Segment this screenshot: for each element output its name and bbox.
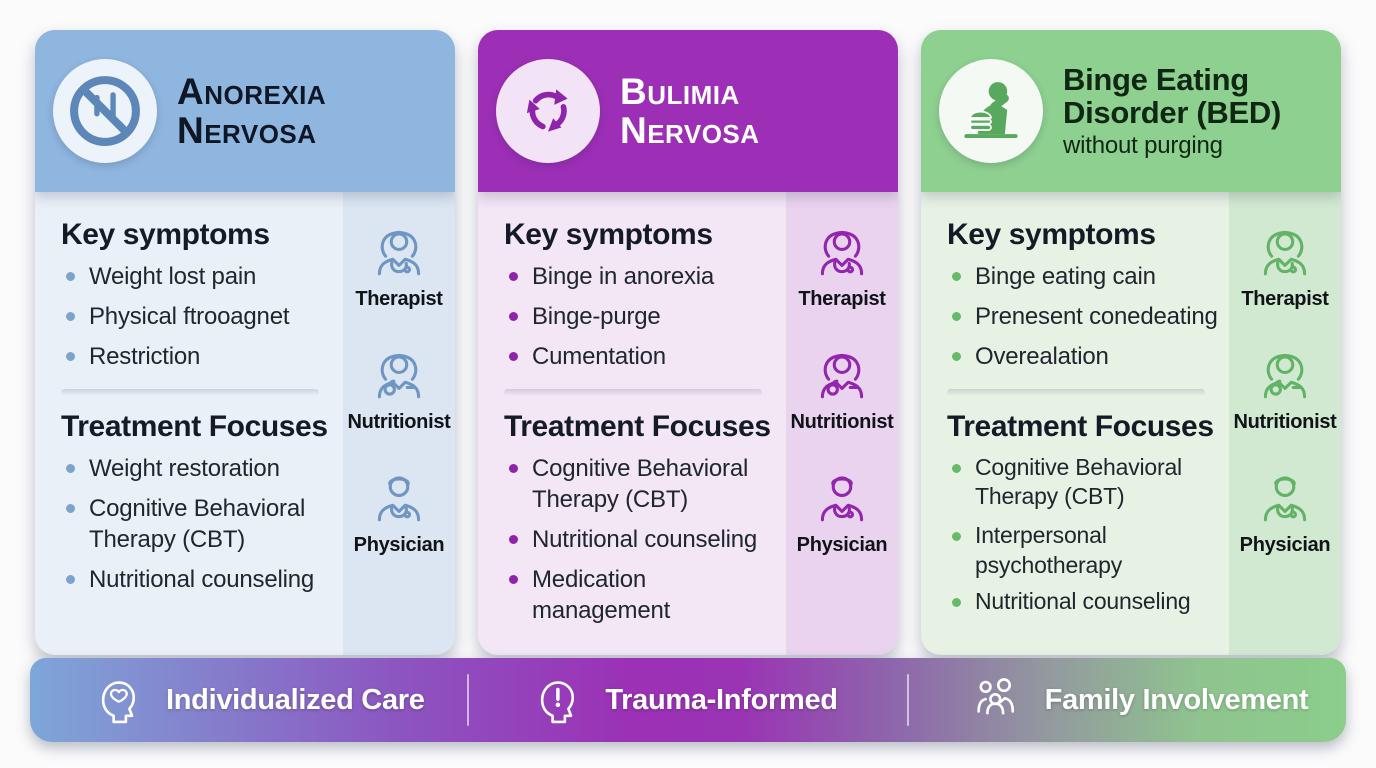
treatment-item: Nutritional counseling bbox=[504, 524, 780, 555]
card-title: Binge Eating Disorder (BED) without purg… bbox=[1063, 61, 1327, 159]
no-food-icon bbox=[53, 59, 157, 163]
symptoms-list: Binge eating cain Prenesent conedeating … bbox=[947, 261, 1223, 373]
treatment-item: Cognitive Behavioral Therapy (CBT) bbox=[61, 493, 337, 555]
treatments-list: Cognitive Behavioral Therapy (CBT) Nutri… bbox=[504, 453, 780, 627]
symptom-item: Binge in anorexia bbox=[504, 261, 780, 292]
treatment-item: Weight restoration bbox=[61, 453, 337, 484]
card-anorexia-nervosa: Anorexia Nervosa Key symptoms Weight los… bbox=[35, 30, 455, 655]
care-group-nutritionist: Nutritionist bbox=[347, 341, 451, 434]
care-group-therapist: Therapist bbox=[798, 218, 886, 311]
care-label: Physician bbox=[796, 534, 888, 556]
key-symptoms-heading: Key symptoms bbox=[947, 218, 1156, 251]
care-label: Nutritionist bbox=[1233, 411, 1337, 433]
key-symptoms-heading: Key symptoms bbox=[504, 218, 713, 251]
card-header: Anorexia Nervosa bbox=[35, 30, 455, 192]
therapist-icon bbox=[366, 218, 432, 284]
card-body: Key symptoms Binge eating cain Prenesent… bbox=[921, 192, 1341, 655]
card-binge-eating-disorder: Binge Eating Disorder (BED) without purg… bbox=[921, 30, 1341, 655]
care-label: Therapist bbox=[1241, 288, 1329, 310]
card-main-content: Key symptoms Weight lost pain Physical f… bbox=[35, 192, 343, 655]
nutritionist-icon bbox=[809, 341, 875, 407]
symptom-item: Cumentation bbox=[504, 341, 780, 372]
footer-label: Family Involvement bbox=[1044, 683, 1309, 716]
section-divider bbox=[61, 388, 319, 396]
care-team-sidebar: Therapist Nutritionist Physician bbox=[343, 192, 455, 655]
care-label: Nutritionist bbox=[790, 411, 894, 433]
footer-item-individualized-care: Individualized Care bbox=[30, 672, 467, 728]
symptom-item: Restriction bbox=[61, 341, 337, 372]
treatments-list: Weight restoration Cognitive Behavioral … bbox=[61, 453, 337, 596]
symptom-item: Overealation bbox=[947, 341, 1223, 372]
nutritionist-icon bbox=[1252, 341, 1318, 407]
section-divider bbox=[504, 388, 762, 396]
therapist-icon bbox=[1252, 218, 1318, 284]
head-heart-icon bbox=[90, 672, 146, 728]
card-title: Bulimia Nervosa bbox=[620, 70, 760, 151]
footer-item-trauma-informed: Trauma-Informed bbox=[469, 672, 906, 728]
care-group-nutritionist: Nutritionist bbox=[1233, 341, 1337, 434]
card-subtitle: without purging bbox=[1063, 131, 1223, 159]
treatment-focuses-heading: Treatment Focuses bbox=[61, 409, 328, 443]
symptoms-list: Weight lost pain Physical ftrooagnet Res… bbox=[61, 261, 337, 373]
care-label: Physician bbox=[353, 534, 445, 556]
footer-bar: Individualized Care Trauma-Informed Fami… bbox=[30, 658, 1346, 742]
footer-label: Individualized Care bbox=[166, 683, 425, 716]
footer-divider bbox=[906, 674, 909, 726]
card-body: Key symptoms Binge in anorexia Binge-pur… bbox=[478, 192, 898, 655]
card-main-content: Key symptoms Binge in anorexia Binge-pur… bbox=[478, 192, 786, 655]
symptom-item: Physical ftrooagnet bbox=[61, 301, 337, 332]
physician-icon bbox=[1252, 464, 1318, 530]
card-header: Binge Eating Disorder (BED) without purg… bbox=[921, 30, 1341, 192]
symptoms-list: Binge in anorexia Binge-purge Cumentatio… bbox=[504, 261, 780, 373]
symptom-item: Binge eating cain bbox=[947, 261, 1223, 292]
cycle-icon bbox=[496, 59, 600, 163]
care-team-sidebar: Therapist Nutritionist Physician bbox=[786, 192, 898, 655]
key-symptoms-heading: Key symptoms bbox=[61, 218, 270, 251]
treatment-focuses-heading: Treatment Focuses bbox=[504, 409, 771, 443]
care-label: Physician bbox=[1239, 534, 1331, 556]
treatment-item: Medication management bbox=[504, 564, 780, 626]
care-group-therapist: Therapist bbox=[355, 218, 443, 311]
treatment-focuses-heading: Treatment Focuses bbox=[947, 409, 1214, 443]
card-header: Bulimia Nervosa bbox=[478, 30, 898, 192]
care-group-physician: Physician bbox=[354, 464, 445, 557]
treatment-item: Nutritional counseling bbox=[61, 564, 337, 595]
care-team-sidebar: Therapist Nutritionist Physician bbox=[1229, 192, 1341, 655]
care-label: Therapist bbox=[798, 288, 886, 310]
section-divider bbox=[947, 388, 1205, 396]
care-label: Nutritionist bbox=[347, 411, 451, 433]
nutritionist-icon bbox=[366, 341, 432, 407]
treatment-item: Interpersonal psychotherapy bbox=[947, 521, 1223, 581]
treatment-item: Cognitive Behavioral Therapy (CBT) bbox=[947, 453, 1223, 513]
card-title-text: Binge Eating Disorder (BED) bbox=[1063, 61, 1281, 130]
footer-divider bbox=[467, 674, 470, 726]
card-main-content: Key symptoms Binge eating cain Prenesent… bbox=[921, 192, 1229, 655]
card-title: Anorexia Nervosa bbox=[177, 70, 327, 151]
care-label: Therapist bbox=[355, 288, 443, 310]
footer-label: Trauma-Informed bbox=[605, 683, 838, 716]
head-exclamation-icon bbox=[529, 672, 585, 728]
treatment-item: Cognitive Behavioral Therapy (CBT) bbox=[504, 453, 780, 515]
card-body: Key symptoms Weight lost pain Physical f… bbox=[35, 192, 455, 655]
care-group-nutritionist: Nutritionist bbox=[790, 341, 894, 434]
treatments-list: Cognitive Behavioral Therapy (CBT) Inter… bbox=[947, 453, 1223, 617]
therapist-icon bbox=[809, 218, 875, 284]
symptom-item: Prenesent conedeating bbox=[947, 301, 1223, 332]
care-group-therapist: Therapist bbox=[1241, 218, 1329, 311]
symptom-item: Binge-purge bbox=[504, 301, 780, 332]
care-group-physician: Physician bbox=[797, 464, 888, 557]
card-bulimia-nervosa: Bulimia Nervosa Key symptoms Binge in an… bbox=[478, 30, 898, 655]
family-icon bbox=[969, 672, 1025, 728]
physician-icon bbox=[366, 464, 432, 530]
disorder-cards-row: Anorexia Nervosa Key symptoms Weight los… bbox=[35, 30, 1341, 655]
binge-eating-icon bbox=[939, 59, 1043, 163]
footer-item-family-involvement: Family Involvement bbox=[909, 672, 1346, 728]
treatment-item: Nutritional counseling bbox=[947, 587, 1223, 617]
symptom-item: Weight lost pain bbox=[61, 261, 337, 292]
care-group-physician: Physician bbox=[1240, 464, 1331, 557]
physician-icon bbox=[809, 464, 875, 530]
